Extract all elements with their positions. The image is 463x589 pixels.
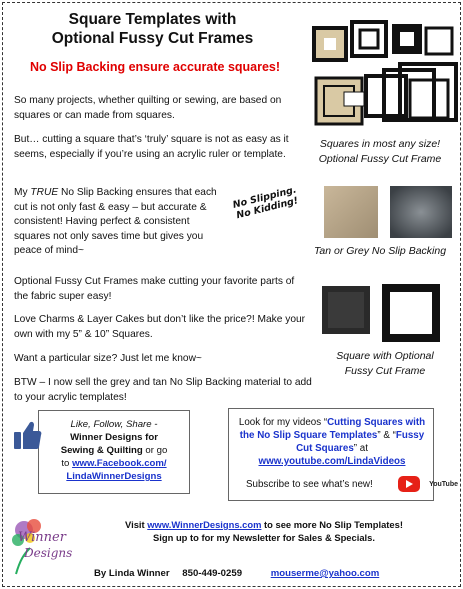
youtube-video-2: Fussy Cut Squares: [296, 430, 425, 454]
caption-squares-line-1: Squares in most any size!: [319, 138, 441, 150]
caption-backing: Tan or Grey No Slip Backing: [313, 245, 447, 257]
youtube-subscribe: Subscribe to see what’s new!: [246, 479, 373, 490]
facebook-line-3: Sewing & Quilting: [60, 445, 143, 456]
paragraph-5: Love Charms & Layer Cakes but don’t like…: [14, 314, 306, 340]
website-link[interactable]: www.WinnerDesigns.com: [147, 519, 262, 530]
facebook-link[interactable]: www.Facebook.com/: [72, 458, 167, 469]
paragraph-2: But… cutting a square that’s ‘truly’ squ…: [14, 134, 289, 160]
byline-phone: 850-449-0259: [182, 568, 243, 579]
facebook-line-1: Like, Follow, Share -: [70, 419, 158, 430]
title-line-1: Square Templates with: [68, 11, 237, 28]
youtube-link[interactable]: www.youtube.com/LindaVideos: [258, 456, 406, 467]
youtube-post: ” at: [353, 443, 368, 454]
thumbs-up-icon: [14, 421, 42, 449]
facebook-box: [38, 410, 190, 494]
youtube-mid: ” & “: [377, 430, 396, 441]
logo-line-1: Winner: [18, 530, 66, 545]
title-line-2: Optional Fussy Cut Frames: [51, 30, 254, 47]
byline: By Linda Winner 850-449-0259 mouserme@ya…: [94, 568, 454, 579]
youtube-text: Look for my videos “Cutting Squares with…: [232, 416, 432, 491]
facebook-text: Like, Follow, Share - Winner Designs for…: [40, 418, 188, 483]
footer-visit-post: to see more No Slip Templates!: [261, 519, 403, 530]
caption-squares: Squares in most any size! Optional Fussy…: [300, 137, 460, 166]
caption-frame-line-2: Fussy Cut Frame: [344, 364, 426, 377]
square-with-frame-photo: [322, 284, 440, 342]
paragraph-6: Want a particular size? Just let me know…: [14, 353, 202, 364]
footer-newsletter: Sign up to for my Newsletter for Sales &…: [153, 532, 375, 543]
email-link[interactable]: mouserme@yahoo.com: [270, 568, 380, 579]
facebook-line-3b: or go: [142, 445, 168, 456]
paragraph-4: Optional Fussy Cut Frames make cutting y…: [14, 276, 295, 302]
byline-name: By Linda Winner: [94, 568, 170, 579]
paragraph-3: My TRUE No Slip Backing ensures that eac…: [14, 186, 226, 259]
paragraph-1: So many projects, whether quilting or se…: [14, 95, 282, 121]
facebook-line-4: to: [61, 458, 73, 469]
facebook-link-2[interactable]: LindaWinnerDesigns: [66, 471, 162, 482]
youtube-pre: Look for my videos “: [238, 417, 328, 428]
caption-squares-line-2: Optional Fussy Cut Frame: [318, 152, 442, 165]
youtube-logo-text: YouTube: [429, 481, 458, 488]
footer-visit-pre: Visit: [125, 519, 148, 530]
facebook-line-2: Winner Designs for: [70, 432, 158, 443]
paragraph-3-pre: My: [14, 187, 31, 198]
paragraph-7: BTW – I now sell the grey and tan No Sli…: [14, 377, 312, 403]
logo-line-2: Designs: [24, 546, 73, 560]
caption-frame-line-1: Square with Optional: [336, 350, 434, 362]
youtube-play-icon[interactable]: [398, 476, 420, 492]
footer: Visit www.WinnerDesigns.com to see more …: [70, 518, 458, 544]
flower-icon: [12, 519, 41, 575]
paragraph-3-post: No Slip Backing ensures that each cut is…: [14, 187, 217, 257]
square-templates-photo: [312, 20, 458, 126]
caption-frame: Square with Optional Fussy Cut Frame: [310, 349, 460, 378]
winner-designs-logo: Winner Designs: [10, 516, 73, 576]
paragraph-3-emphasis: TRUE: [30, 187, 59, 198]
youtube-video-1: Cutting Squares with the No Slip Square …: [239, 417, 426, 441]
page-title: Square Templates with Optional Fussy Cut…: [10, 10, 295, 48]
no-slip-backing-photo: [324, 186, 452, 238]
subtitle: No Slip Backing ensure accurate squares!: [29, 60, 281, 74]
